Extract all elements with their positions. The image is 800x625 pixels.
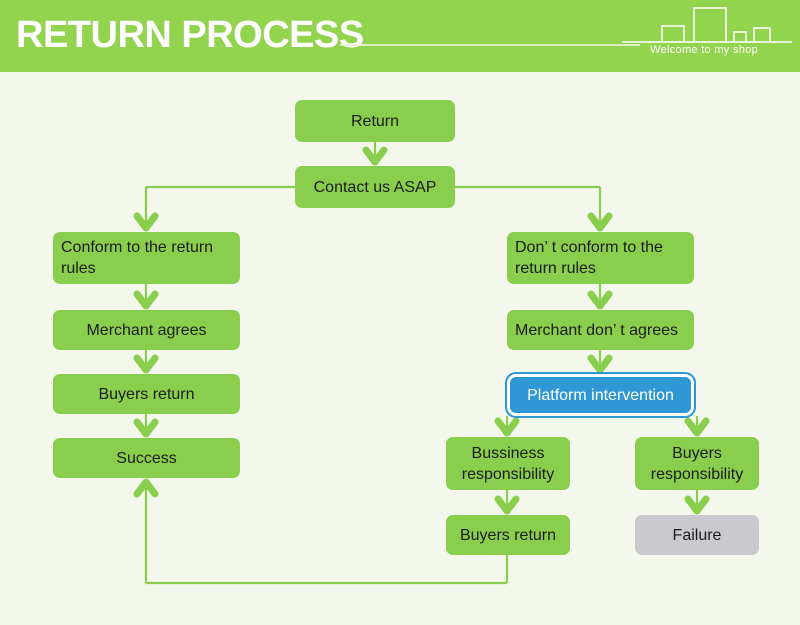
node-merchant-not-agrees[interactable]: Merchant don’ t agrees [507, 310, 694, 350]
node-merchant-agrees[interactable]: Merchant agrees [53, 310, 240, 350]
node-success[interactable]: Success [53, 438, 240, 478]
node-not-conform-rules[interactable]: Don’ t conform to the return rules [507, 232, 694, 284]
arrowhead-business-buyersretr [494, 495, 520, 515]
arrowhead-merchantok-buyersret [133, 354, 159, 374]
node-failure[interactable]: Failure [635, 515, 759, 555]
node-conform-rules[interactable]: Conform to the return rules [53, 232, 240, 284]
arrowhead-buyersresp-failure [684, 495, 710, 515]
arrowhead-platform-buyersresp [684, 417, 710, 437]
city-skyline-icon [622, 7, 792, 43]
arrowhead-platform-business [494, 417, 520, 437]
flowchart-edges [133, 142, 710, 585]
title-divider-rule [340, 44, 640, 46]
node-return[interactable]: Return [295, 100, 455, 142]
page-header: RETURN PROCESS Welcome to my shop [0, 0, 800, 72]
node-buyers-return-right[interactable]: Buyers return [446, 515, 570, 555]
flowchart-canvas: Return Contact us ASAP Conform to the re… [0, 72, 800, 625]
arrowhead-conform-merchantok [133, 290, 159, 310]
page-title: RETURN PROCESS [16, 14, 364, 56]
node-buyers-return-left[interactable]: Buyers return [53, 374, 240, 414]
arrowhead-loop-success [133, 478, 159, 498]
header-tagline: Welcome to my shop [650, 44, 758, 56]
node-contact-us[interactable]: Contact us ASAP [295, 166, 455, 208]
node-business-responsibility[interactable]: Bussiness responsibility [446, 437, 570, 490]
node-buyers-responsibility[interactable]: Buyers responsibility [635, 437, 759, 490]
arrowhead-return-contact [362, 146, 388, 166]
arrowhead-notconform-merchantno [587, 290, 613, 310]
arrowhead-buyersret-success [133, 418, 159, 438]
arrowhead-merchantno-platform [587, 354, 613, 374]
arrowhead-contact-notconform [587, 212, 613, 232]
arrowhead-contact-conform [133, 212, 159, 232]
node-platform-intervention[interactable]: Platform intervention [505, 372, 696, 418]
